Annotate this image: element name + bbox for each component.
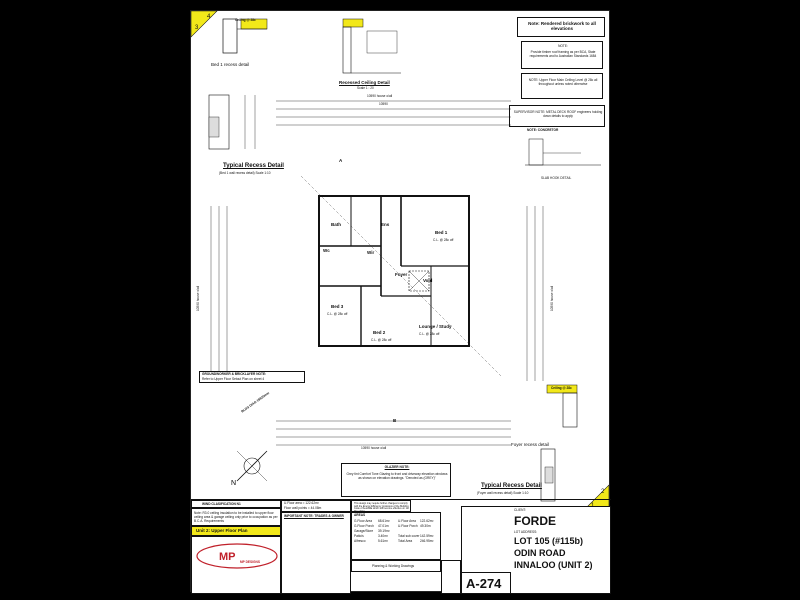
- drawing-sheet: 4 3 1 2 Ceiling @ 28c Bed 1 recess detai…: [190, 10, 611, 594]
- bed1-recess-sketch: [222, 18, 268, 54]
- floor-plan: [301, 176, 501, 376]
- room-bed3-ceiling: C.L. @ 28c off: [327, 312, 348, 316]
- foyer-recess-sketch: [546, 384, 578, 428]
- room-bed2: Bed 2: [373, 330, 386, 335]
- concretor-note: NOTE: CONCRETOR: [527, 128, 559, 132]
- revision-cell: Planning & Working Drawings: [351, 560, 441, 572]
- room-bed1-ceiling: C.L. @ 28c off: [433, 238, 454, 242]
- ceiling-level-note: NOTE: Upper Floor Main Ceiling Level @ 2…: [521, 73, 603, 99]
- company-logo-icon: MP: [196, 543, 278, 569]
- job-number-cell: A-274: [461, 572, 511, 594]
- room-bed1: Bed 1: [435, 230, 448, 235]
- section-a-marker: A: [339, 158, 343, 163]
- room-lounge-ceiling: C.L. @ 28c off: [419, 332, 440, 336]
- bed1-recess-title: Bed 1 recess detail: [211, 62, 250, 67]
- energy-note-cell: This design may require further changes …: [351, 500, 411, 513]
- sheet-number-bottom-2: 2: [601, 489, 605, 495]
- foyer-recess-title: Foyer recess detail: [511, 442, 550, 447]
- client-name: FORDE: [514, 514, 556, 528]
- suburb-name: INNALOO (UNIT 2): [514, 560, 593, 570]
- job-number: A-274: [466, 576, 502, 591]
- company-logo-cell: MP MP DESIGNS: [191, 536, 281, 594]
- ceiling-label-b: Ceiling @ 28c: [551, 386, 572, 390]
- areas-table: AREAS G.Floor Area 68.61m² G.Floor Porch…: [351, 512, 441, 560]
- corner-marker-bottom-right: [582, 484, 609, 511]
- rendered-brick-note: Note: Rendered brickwork to all elevatio…: [517, 17, 605, 37]
- typical-recess-2-subtitle: (Foyer wall recess detail) Scale 1:10: [477, 491, 529, 495]
- road-name: ODIN ROAD: [514, 548, 566, 558]
- typical-recess-subtitle: (Bed 1 wall recess detail) Scale 1:10: [219, 171, 271, 175]
- slab-hook-sketch: [525, 138, 601, 166]
- dimension-lines: [276, 100, 511, 446]
- room-lounge: Lounge / Study: [419, 324, 452, 329]
- top-dimension: 10590 house o/all: [367, 94, 393, 98]
- wind-class-cell: WIND CLASIFICATION N1: [191, 500, 281, 508]
- sheet-number-top-2: 3: [195, 25, 199, 31]
- room-bath: Bath: [331, 222, 341, 227]
- recessed-ceiling-title: Recessed Ceiling Detail: [339, 80, 390, 85]
- slab-hook-title: SLAB HOOK DETAIL: [541, 176, 572, 180]
- top-dimension-2: 10590: [379, 102, 388, 106]
- room-ens: Ens: [381, 222, 390, 227]
- typical-recess-2-title: Typical Recess Detail: [481, 483, 542, 489]
- insulation-note-cell: Note: R3.0 ceiling insulation to be inst…: [191, 508, 281, 526]
- groundworker-note: GROUNDWORKER & BRICKLAYER NOTE: Refer to…: [199, 371, 305, 383]
- svg-text:MP: MP: [219, 551, 236, 563]
- side-dimension-lines: [210, 206, 544, 381]
- sheet-meta-cell: [441, 560, 461, 594]
- typical-recess-title: Typical Recess Detail: [223, 163, 284, 169]
- room-void: Void: [423, 278, 433, 283]
- north-arrow-icon: N: [231, 450, 268, 487]
- svg-text:N: N: [231, 480, 236, 487]
- room-foyer: Foyer: [395, 272, 408, 277]
- room-wc: Wc: [323, 248, 330, 253]
- title-block: WIND CLASIFICATION N1 Note: R3.0 ceiling…: [191, 499, 611, 594]
- room-wir: Wir: [367, 250, 375, 255]
- typical-recess-2-sketch: [540, 448, 556, 502]
- corner-marker-top-left: [191, 11, 218, 38]
- section-b-marker: B: [393, 418, 397, 423]
- lot-address: LOT 105 (#115b): [514, 536, 584, 546]
- glazier-note: GLAZIER NOTE: Grey tint Comfort Tone Gla…: [341, 463, 451, 497]
- sheet-number-top: 4: [207, 14, 211, 20]
- plan-area-cell: U.Floor area = 122.62m² Floor wall point…: [281, 500, 351, 512]
- room-bed2-ceiling: C.L. @ 28c off: [371, 338, 392, 342]
- unit-title-cell: Unit 2: Upper Floor Plan: [191, 526, 281, 536]
- bottom-dimension: 10590 house o/all: [361, 446, 387, 450]
- right-dimension: 10590 house o/all: [550, 285, 554, 311]
- roof-framing-note: NOTE: Provide timber roof framing as per…: [521, 41, 603, 69]
- ceiling-label-a: Ceiling @ 28c: [235, 18, 256, 22]
- supervisor-note: SUPERVISOR NOTE: METAL DECK ROOF enginee…: [509, 105, 605, 127]
- important-note-cell: IMPORTANT NOTE: TRADES & OWNER: [281, 512, 351, 594]
- recessed-ceiling-scale: Scale 1 : 20: [357, 86, 374, 90]
- recessed-ceiling-sketch: [342, 18, 401, 74]
- room-bed3: Bed 3: [331, 304, 344, 309]
- typical-recess-sketch: [208, 94, 256, 150]
- left-dimension: 10590 house o/all: [196, 285, 200, 311]
